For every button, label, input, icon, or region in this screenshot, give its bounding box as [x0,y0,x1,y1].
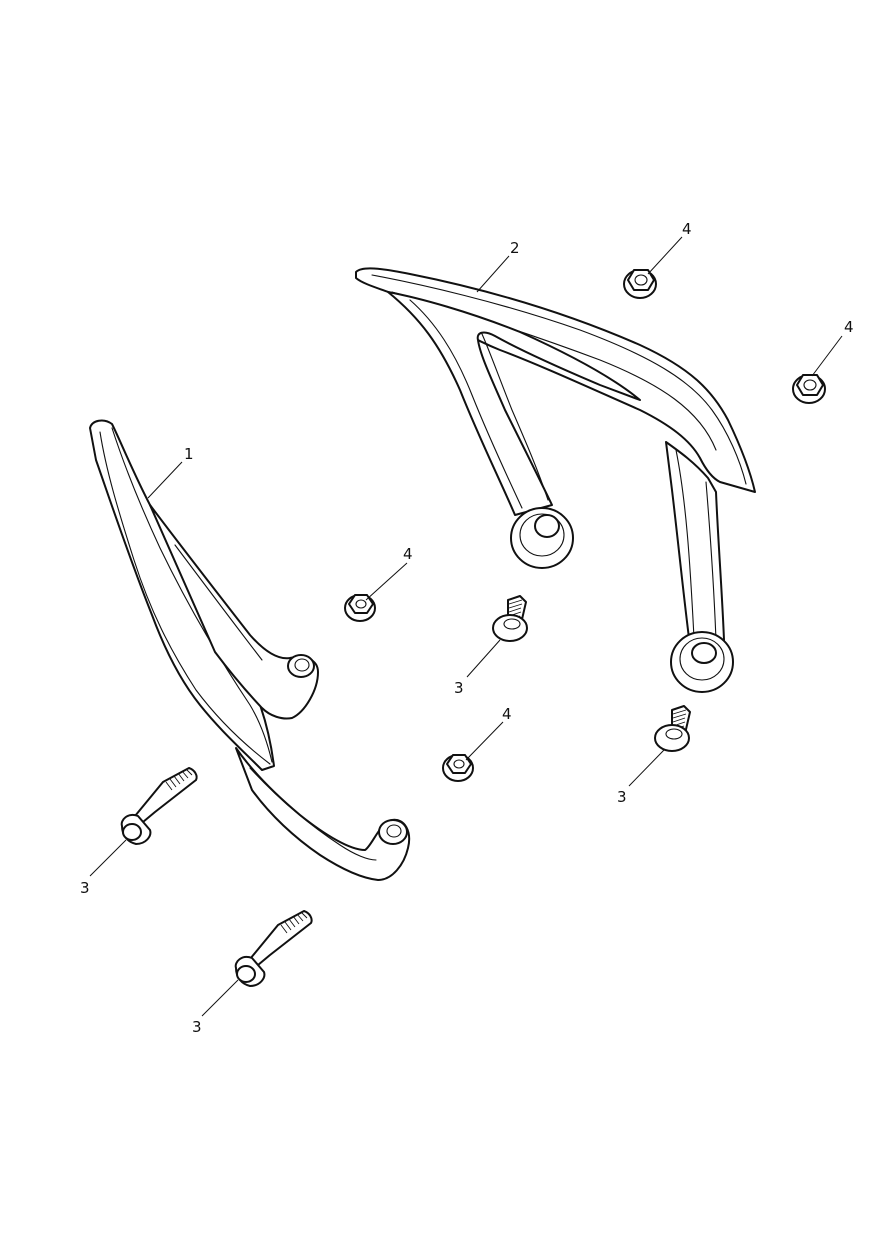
callout-4-nut-a: 4 [682,220,692,238]
flange-nut-c [344,594,376,622]
callout-3-bolt-b: 3 [192,1018,202,1036]
leader-lines [89,236,843,1017]
stud-bolt-c [492,595,528,642]
callout-4-nut-b: 4 [844,318,854,336]
grab-handle-right [355,267,756,693]
callout-1: 1 [184,445,194,463]
flange-nut-b [792,374,826,404]
callout-labels: 1 2 3 3 3 3 4 4 4 4 [80,220,854,1036]
flange-nut-a [623,269,657,299]
callout-3-bolt-c: 3 [454,679,464,697]
callout-2: 2 [510,239,520,257]
long-bolt-a [120,767,198,845]
callout-4-nut-d: 4 [502,705,512,723]
flange-nut-d [442,754,474,782]
long-bolt-b [234,910,313,987]
stud-bolt-d [654,705,691,752]
callout-4-nut-c: 4 [403,545,413,563]
callout-3-bolt-a: 3 [80,879,90,897]
callout-3-bolt-d: 3 [617,788,627,806]
grab-handle-left [89,419,411,881]
